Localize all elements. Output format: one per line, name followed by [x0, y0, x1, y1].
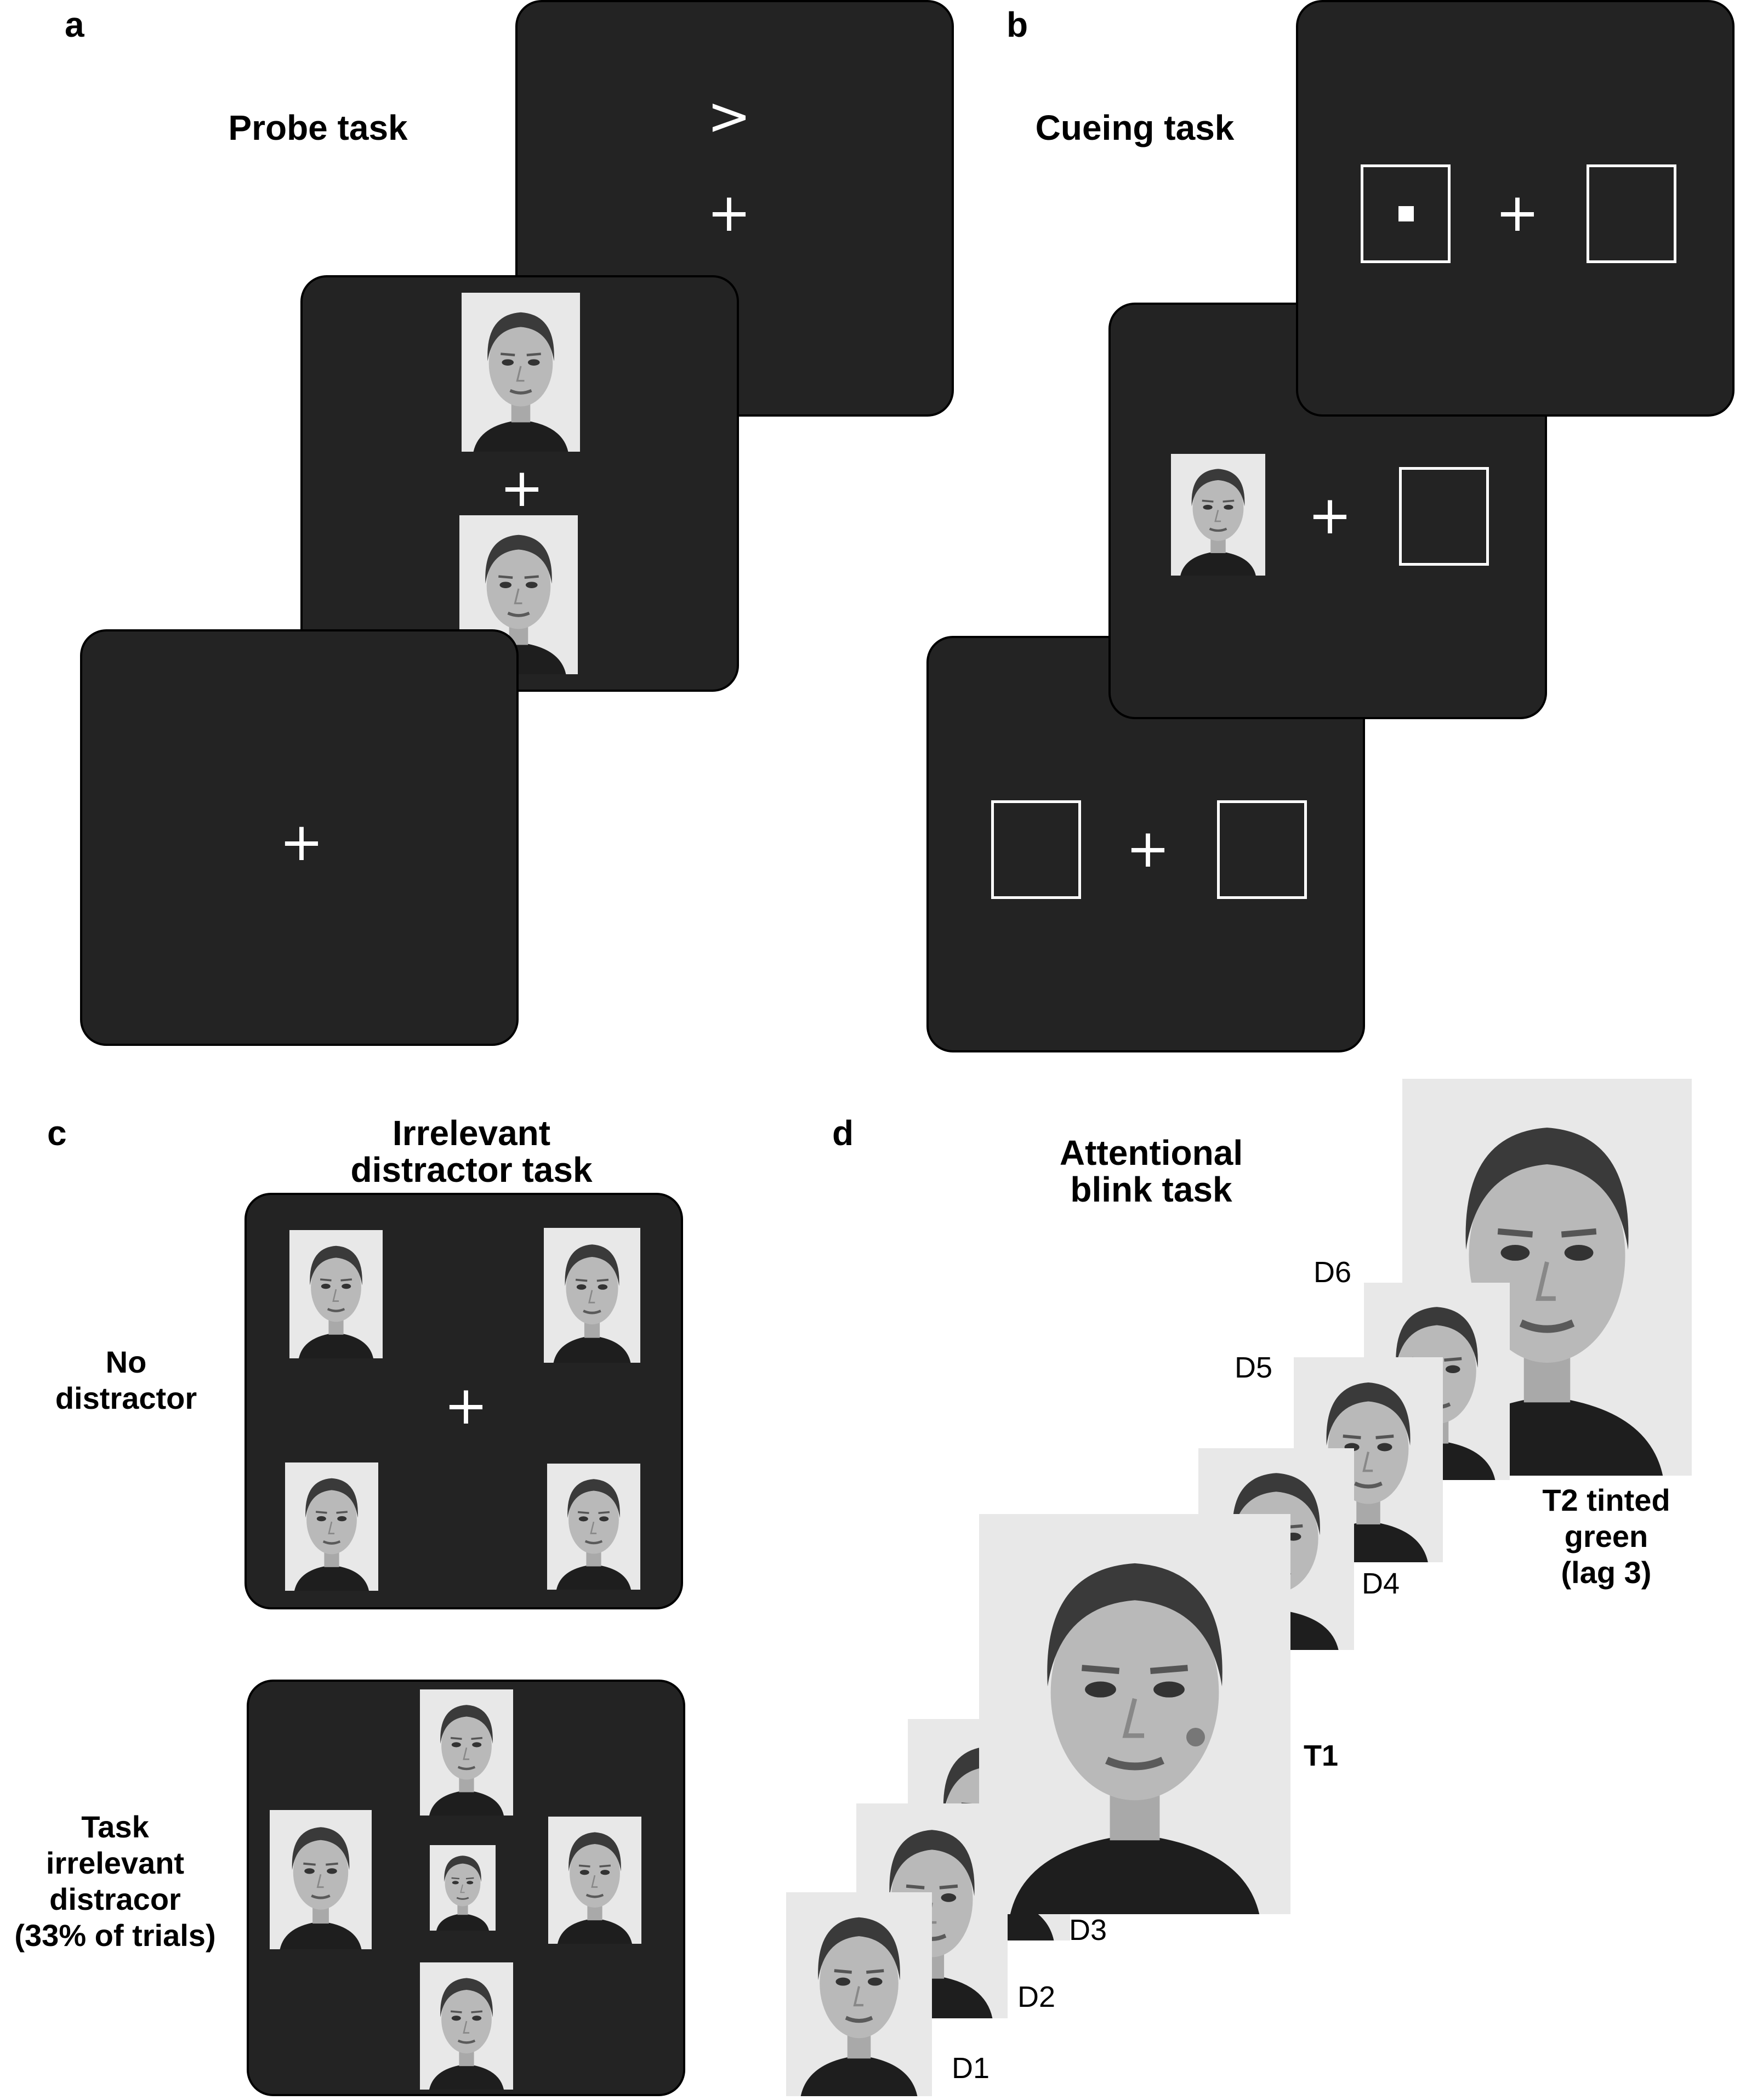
label-line: (lag 3) [1561, 1555, 1652, 1590]
fixation-cross: + [1125, 818, 1170, 879]
label-line: No [105, 1345, 147, 1379]
label-line: green [1564, 1519, 1648, 1554]
face-photo-icon [547, 1464, 640, 1590]
face-photo-icon [285, 1462, 378, 1591]
face-photo-icon [548, 1817, 641, 1944]
probe-screen-2: + [300, 275, 739, 692]
title-line-1: Irrelevant [392, 1113, 551, 1153]
t1-label: T1 [1304, 1739, 1339, 1772]
panel-letter-d: d [832, 1113, 854, 1153]
face-photo-icon [430, 1845, 496, 1931]
face-photo-icon [544, 1228, 640, 1363]
d5-label: D5 [1235, 1351, 1273, 1384]
panel-letter-a: a [65, 5, 84, 44]
placeholder-box [1587, 164, 1676, 263]
title-line-2: blink task [1070, 1170, 1232, 1210]
label-line: T2 tinted [1542, 1483, 1670, 1517]
attentional-blink-title: Attentional blink task [1031, 1133, 1272, 1210]
placeholder-box [991, 800, 1081, 899]
d1-label: D1 [952, 2052, 990, 2085]
d1-face-photo [786, 1892, 932, 2096]
face-photo-icon [289, 1230, 383, 1358]
t2-label: T2 tinted green (lag 3) [1491, 1482, 1721, 1591]
fixation-cross: + [443, 1375, 488, 1436]
label-line: (33% of trials) [14, 1918, 216, 1953]
label-line: distractor [55, 1381, 197, 1416]
panel-letter-b: b [1007, 5, 1028, 44]
probe-task-title: Probe task [228, 108, 408, 147]
fixation-cross: + [707, 182, 752, 243]
d3-label: D3 [1069, 1914, 1107, 1947]
title-line-2: distractor task [350, 1150, 593, 1190]
distractor-screen-none: + [244, 1193, 683, 1609]
face-photo-icon [1171, 454, 1265, 576]
placeholder-box [1361, 164, 1451, 263]
placeholder-box [1217, 800, 1307, 899]
cue-screen-3: + [1296, 0, 1735, 417]
t1-face-photo [979, 1514, 1290, 1914]
fixation-cross: + [1307, 485, 1352, 546]
d6-label: D6 [1313, 1256, 1352, 1289]
d2-label: D2 [1017, 1981, 1056, 2013]
title-line-1: Attentional [1059, 1133, 1243, 1173]
distractor-screen-present [247, 1680, 685, 2096]
no-distractor-label: No distractor [22, 1344, 230, 1416]
label-line: irrelevant [46, 1846, 185, 1881]
face-photo-icon [420, 1962, 513, 2090]
probe-arrow: > [707, 86, 752, 147]
fixation-cross: + [499, 457, 544, 519]
face-photo-icon [462, 293, 580, 452]
placeholder-box [1399, 467, 1489, 566]
fixation-cross: + [279, 811, 324, 873]
task-irrelevant-distractor-label: Task irrelevant distracor (33% of trials… [0, 1809, 230, 1954]
face-photo-icon [270, 1810, 372, 1949]
d4-label: D4 [1362, 1567, 1400, 1600]
fixation-cross: + [1495, 182, 1540, 243]
panel-letter-c: c [47, 1113, 67, 1153]
probe-screen-1: + [80, 629, 519, 1046]
irrelevant-distractor-title: Irrelevant distractor task [307, 1113, 636, 1190]
label-line: distracor [49, 1882, 181, 1917]
label-line: Task [81, 1809, 149, 1844]
marker-dot [1186, 1728, 1205, 1746]
cueing-task-title: Cueing task [1035, 108, 1235, 147]
face-photo-icon [420, 1689, 513, 1816]
probe-dot [1398, 206, 1414, 221]
